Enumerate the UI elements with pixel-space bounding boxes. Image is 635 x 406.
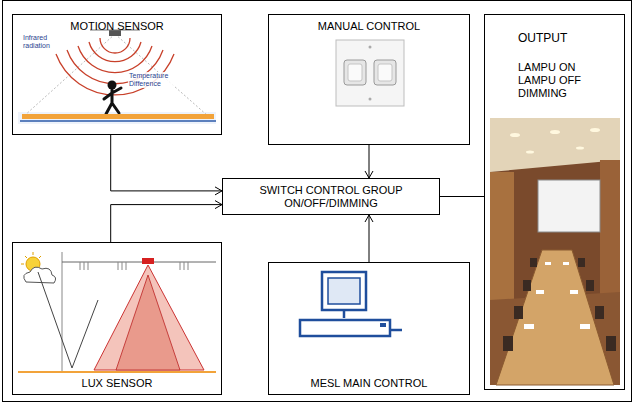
connector [369,215,370,262]
computer-icon [300,272,402,336]
connector [440,196,484,197]
sensor-box: LUX SENSOR [12,242,222,395]
state-text: DIMMING [518,87,567,100]
output-box: OUTPUT LAMPU ONLAMPU OFFDIMMING [484,14,625,390]
wall-switch-illustration [336,40,404,106]
box-title: LUX SENSOR [82,377,153,390]
illustration-label: Temperature Difference [128,72,174,88]
lux-sensor-illustration [18,252,216,372]
motion-sensor-illustration [18,30,216,124]
control-box: MANUAL CONTROL [268,14,470,145]
control-box: MESL MAIN CONTROL [268,262,470,395]
box-title: SWITCH CONTROL GROUP ON/OFF/DIMMING [229,184,433,210]
sensor-box: MOTION SENSOR [12,14,222,135]
conference-room-photo [490,118,620,385]
box-title: OUTPUT [518,32,567,45]
connector [369,145,370,178]
state-text: LAMPU OFF [518,74,581,87]
connector [111,135,222,191]
switch-box: SWITCH CONTROL GROUP ON/OFF/DIMMING [222,178,440,215]
box-title: MESL MAIN CONTROL [311,377,428,390]
state-text: LAMPU ON [518,61,575,74]
box-title: MOTION SENSOR [70,20,164,33]
connector [111,205,222,242]
illustration-label: Infrared radiation [22,34,58,50]
box-title: MANUAL CONTROL [318,20,420,33]
